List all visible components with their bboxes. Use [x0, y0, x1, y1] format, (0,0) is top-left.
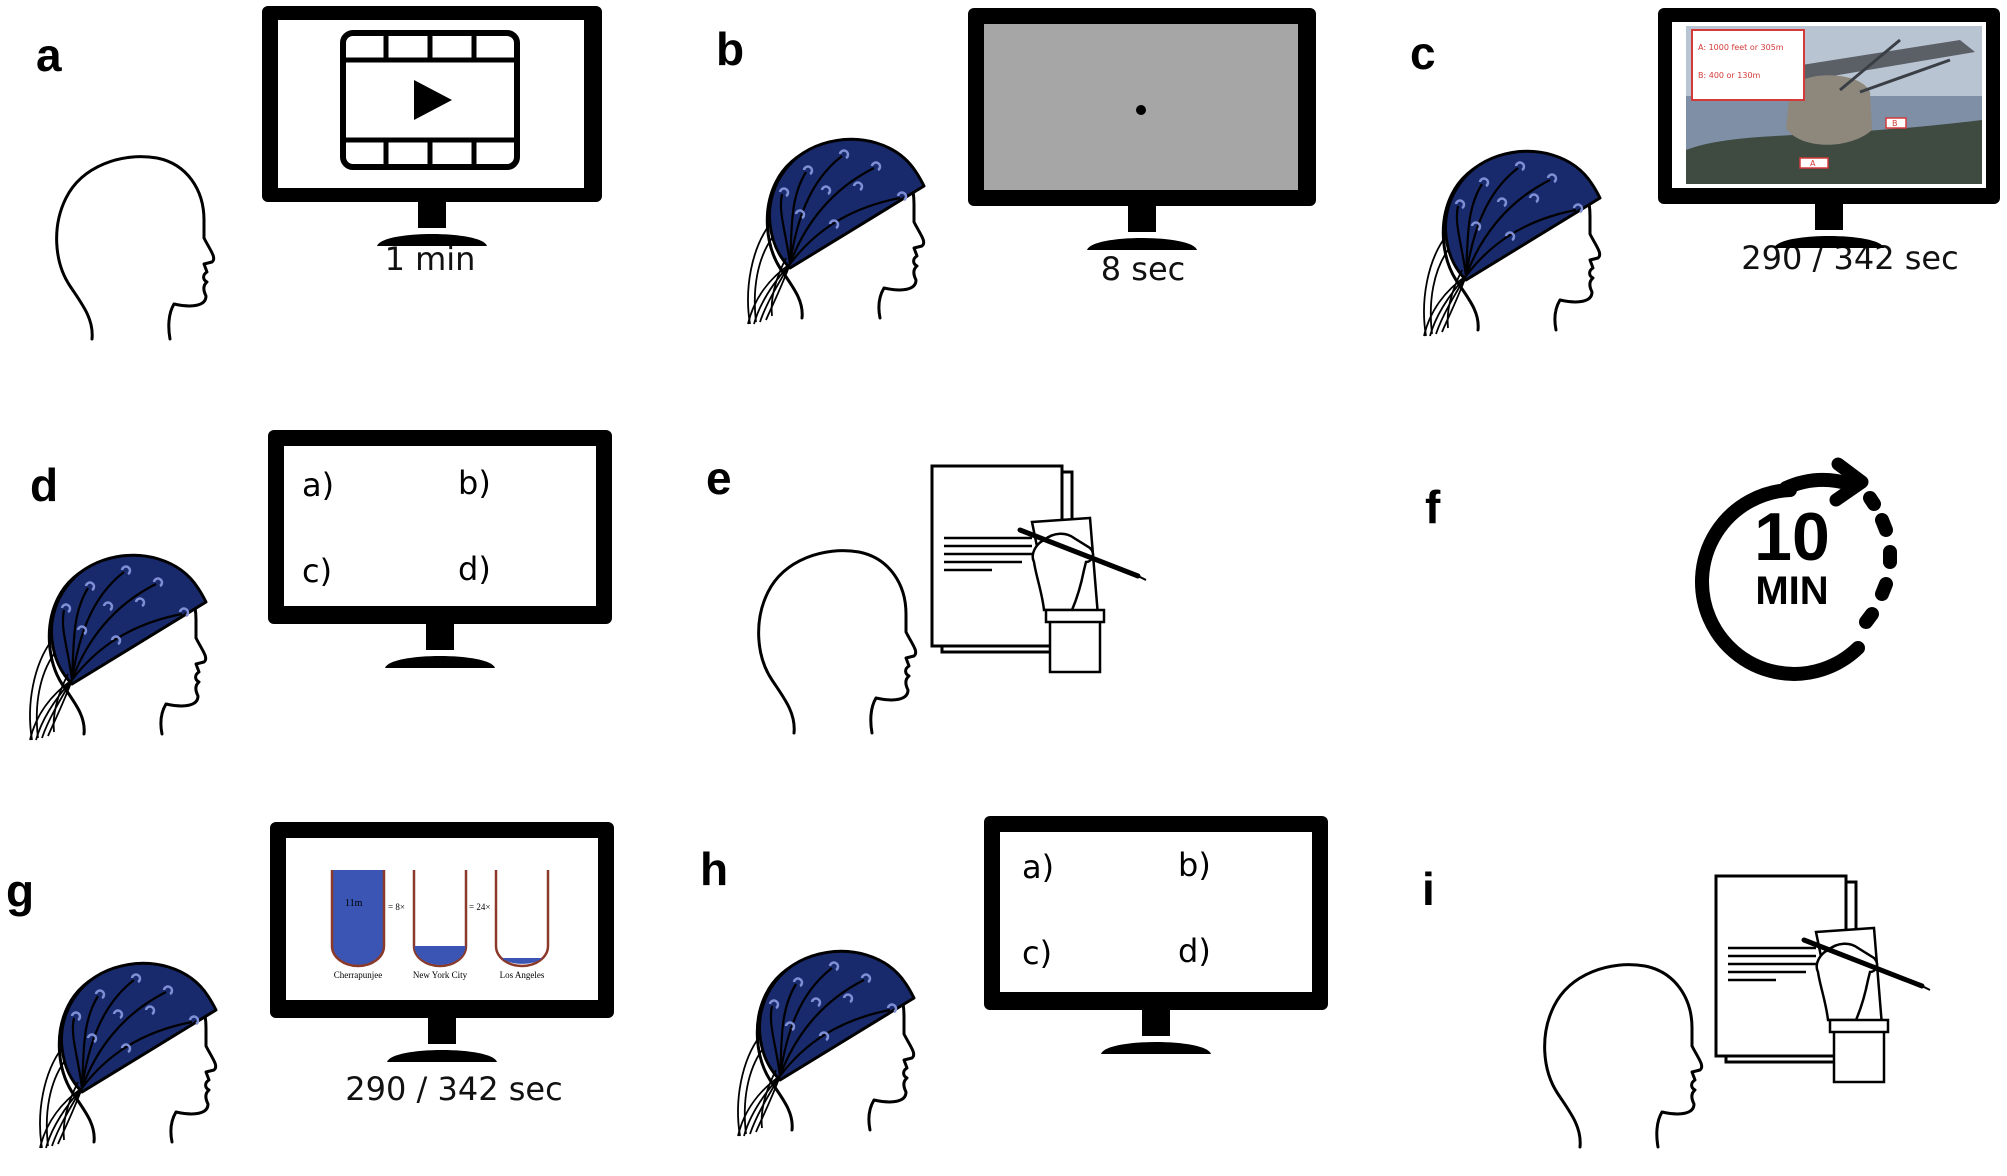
panel-b — [746, 8, 1316, 326]
option-a-label: A: 1000 feet or 305m — [1698, 43, 1784, 52]
quiz-option-d: d) — [458, 550, 491, 588]
panel-h: a) b) c) d) — [736, 816, 1328, 1138]
quiz-option-b: b) — [1178, 846, 1211, 884]
eeg-participant — [746, 137, 926, 326]
panel-letter-a: a — [36, 29, 62, 81]
monitor-quiz: a) b) c) d) — [268, 430, 612, 668]
panel-letter-g: g — [6, 865, 35, 917]
eeg-participant — [38, 961, 218, 1150]
video-film-icon — [340, 30, 520, 170]
city-label-2: New York City — [413, 970, 468, 980]
quiz-option-b: b) — [458, 464, 491, 502]
city-label-1: Cherrapunjee — [334, 970, 382, 980]
monitor-lecture-video: A: 1000 feet or 305m B: 400 or 130m B A — [1658, 8, 2000, 248]
panel-d: a) b) c) d) — [28, 430, 612, 742]
timer-unit: MIN — [1755, 569, 1828, 613]
monitor-video — [262, 6, 602, 246]
panel-letter-b: b — [716, 23, 745, 75]
quiz-option-d: d) — [1178, 932, 1211, 970]
panel-letter-f: f — [1425, 481, 1441, 533]
ratio-2: = 24× — [469, 902, 490, 912]
monitor-water-comparison: 11m = 8× = 24× Cherrapunjee New York Cit… — [270, 822, 614, 1062]
panel-a — [55, 6, 602, 341]
panel-letter-i: i — [1422, 863, 1435, 915]
eeg-participant — [736, 949, 916, 1138]
panel-c: A: 1000 feet or 305m B: 400 or 130m B A — [1422, 8, 2000, 338]
timer-value: 10 — [1754, 499, 1830, 575]
participant-head — [1543, 963, 1704, 1149]
panel-i — [1543, 876, 1930, 1149]
option-b-label: B: 400 or 130m — [1698, 71, 1761, 80]
caption-a-duration: 1 min — [384, 240, 476, 278]
quiz-option-a: a) — [1022, 848, 1054, 886]
panel-f: 10 MIN — [1695, 457, 1897, 681]
caption-g-duration: 290 / 342 sec — [345, 1070, 563, 1108]
eeg-participant — [1422, 149, 1602, 338]
written-test-icon — [1716, 876, 1930, 1082]
panel-letter-d: d — [30, 459, 59, 511]
panel-g: 11m = 8× = 24× Cherrapunjee New York Cit… — [38, 822, 614, 1150]
participant-head — [55, 155, 216, 341]
break-timer-icon: 10 MIN — [1695, 457, 1897, 681]
panel-letter-e: e — [706, 452, 732, 504]
quiz-option-c: c) — [302, 552, 332, 590]
eeg-participant — [28, 553, 208, 742]
caption-b-duration: 8 sec — [1100, 250, 1186, 288]
monitor-fixation — [968, 8, 1316, 250]
monitor-quiz: a) b) c) d) — [984, 816, 1328, 1054]
panel-letter-c: c — [1410, 27, 1436, 79]
ratio-1: = 8× — [388, 902, 405, 912]
panel-e — [757, 466, 1146, 735]
marker-b: B — [1892, 119, 1898, 128]
quiz-option-a: a) — [302, 466, 334, 504]
participant-head — [757, 549, 918, 735]
fixation-dot — [1136, 105, 1146, 115]
cylinder-top-label: 11m — [345, 898, 363, 909]
marker-a: A — [1810, 159, 1816, 168]
written-test-icon — [932, 466, 1146, 672]
quiz-option-c: c) — [1022, 934, 1052, 972]
panel-letter-h: h — [700, 843, 729, 895]
city-label-3: Los Angeles — [500, 970, 545, 980]
